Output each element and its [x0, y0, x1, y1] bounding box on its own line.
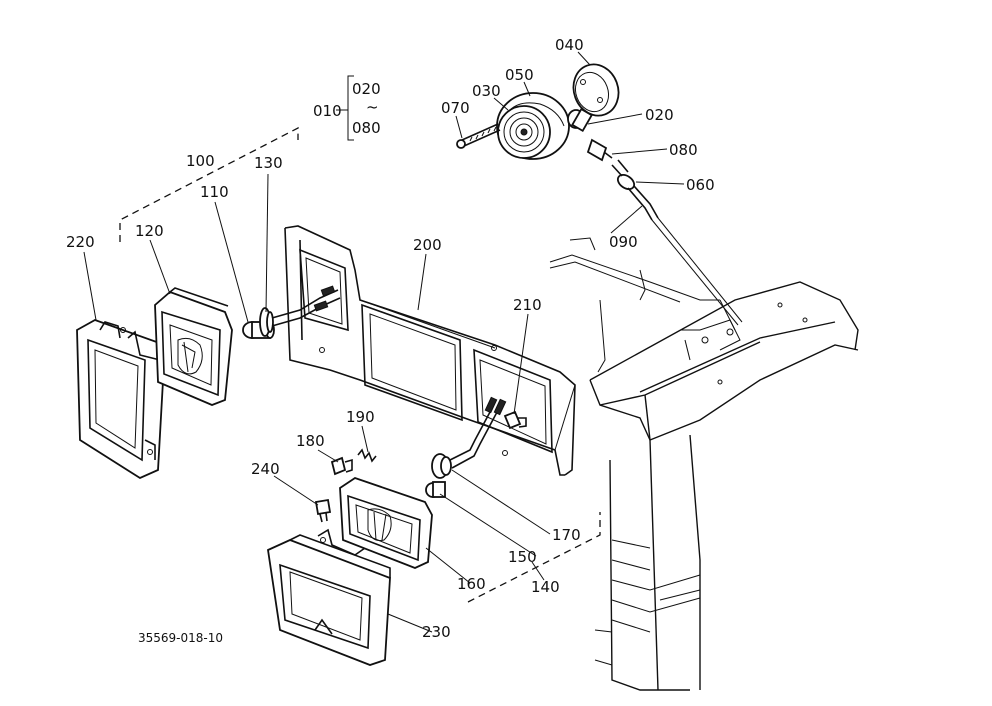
callout-180: 180	[296, 432, 325, 450]
callout-030: 030	[472, 82, 501, 100]
adjuster-bolt-spring	[330, 448, 377, 476]
callout-080: 080	[669, 141, 698, 159]
callout-090: 090	[609, 233, 638, 251]
callout-210: 210	[513, 296, 542, 314]
right-bulb	[425, 481, 446, 498]
left-socket-harness	[259, 285, 341, 337]
callout-120: 120	[135, 222, 164, 240]
callout-range-tilde: ~	[366, 98, 379, 116]
callout-160: 160	[457, 575, 486, 593]
left-sealed-beam-lamp	[154, 287, 233, 406]
group-line-140	[467, 512, 601, 603]
callout-060: 060	[686, 176, 715, 194]
callout-050: 050	[505, 66, 534, 84]
screw-240	[314, 498, 332, 523]
callout-220: 220	[66, 233, 95, 251]
left-headlight-bezel	[76, 319, 166, 480]
leader-lines	[83, 51, 685, 633]
callout-140: 140	[531, 578, 560, 596]
callout-080-group: 080	[352, 119, 381, 137]
callout-170: 170	[552, 526, 581, 544]
callout-010: 010	[313, 102, 342, 120]
callout-200: 200	[413, 236, 442, 254]
callout-150: 150	[508, 548, 537, 566]
callout-040: 040	[555, 36, 584, 54]
tractor-body-outline	[549, 237, 859, 691]
nut-210	[503, 410, 527, 430]
callout-230: 230	[422, 623, 451, 641]
callout-100: 100	[186, 152, 215, 170]
headlight-mounting-panel	[284, 225, 576, 476]
callout-020: 020	[645, 106, 674, 124]
group-bracket-010	[347, 75, 354, 141]
group-line-100	[119, 126, 299, 242]
callout-020-group: 020	[352, 80, 381, 98]
right-headlight-bezel	[267, 528, 391, 666]
callout-130: 130	[254, 154, 283, 172]
right-socket-harness	[431, 396, 507, 479]
callout-110: 110	[200, 183, 229, 201]
work-lamp-assembly	[456, 63, 743, 326]
drawing-code: 35569-018-10	[138, 631, 223, 645]
right-sealed-beam-lamp	[339, 477, 433, 569]
callout-070: 070	[441, 99, 470, 117]
callout-190: 190	[346, 408, 375, 426]
callout-240: 240	[251, 460, 280, 478]
